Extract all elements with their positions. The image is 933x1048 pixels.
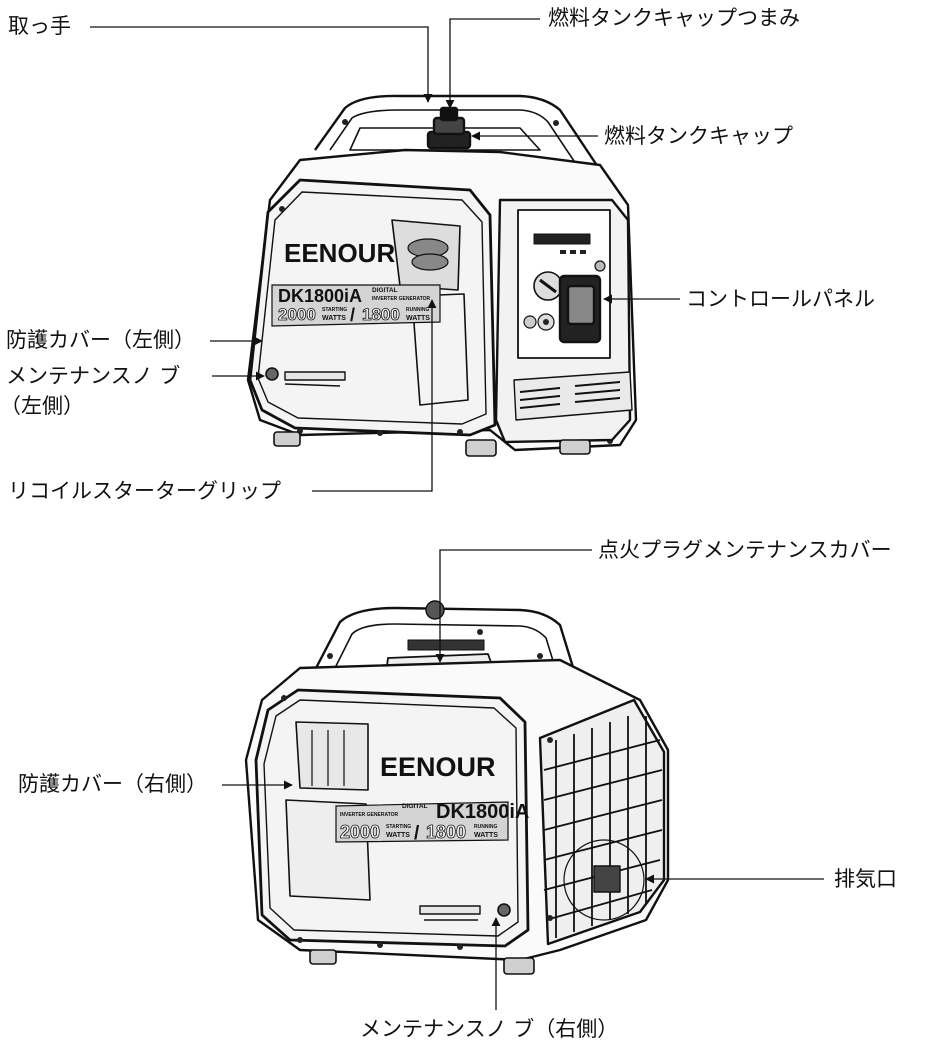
type-line2-top: INVERTER GENERATOR bbox=[372, 296, 431, 302]
leader-lines-bottom bbox=[222, 549, 824, 1010]
type-line1-top: DIGITAL bbox=[372, 287, 398, 294]
brand-logo-top: EENOUR bbox=[284, 238, 395, 268]
running-watts-top: 1800 bbox=[362, 305, 400, 324]
running-watts-label-bottom: WATTS bbox=[474, 832, 498, 839]
maintenance-knob-left bbox=[265, 367, 279, 381]
label-knob-right: メンテナンスノ ブ（右側） bbox=[360, 1017, 619, 1041]
running-watts-bottom: 1800 bbox=[426, 822, 466, 842]
label-spark-plug-cover: 点火プラグメンテナンスカバー bbox=[598, 538, 892, 562]
exhaust-grille bbox=[538, 698, 666, 946]
label-knob-left-line1: メンテナンスノ ブ bbox=[6, 364, 181, 388]
label-fuel-cap-knob: 燃料タンクキャップつまみ bbox=[548, 6, 800, 30]
lower-vents bbox=[513, 371, 633, 421]
generator-bottom-illustration bbox=[244, 600, 670, 975]
starting-watts-label-bottom: WATTS bbox=[386, 832, 410, 839]
type-line2-bottom: INVERTER GENERATOR bbox=[340, 812, 399, 818]
model-name-bottom: DK1800iA bbox=[436, 801, 529, 823]
slash-bottom: / bbox=[414, 823, 420, 844]
type-line1-bottom: DIGITAL bbox=[402, 803, 428, 810]
label-fuel-cap: 燃料タンクキャップ bbox=[604, 124, 793, 148]
label-handle: 取っ手 bbox=[8, 14, 71, 38]
label-knob-left-line2: （左側） bbox=[0, 394, 84, 418]
starting-label-bottom: STARTING bbox=[386, 824, 411, 830]
starting-watts-bottom: 2000 bbox=[340, 822, 380, 842]
starting-watts-top: 2000 bbox=[278, 305, 316, 324]
brand-plate-top: EENOUR DK1800iA DIGITAL INVERTER GENERAT… bbox=[271, 238, 441, 327]
label-guard-cover-left: 防護カバー（左側） bbox=[6, 328, 195, 352]
maintenance-knob-right bbox=[497, 903, 511, 917]
slash-top: / bbox=[350, 305, 355, 325]
starting-watts-label-top: WATTS bbox=[322, 315, 346, 322]
label-control-panel: コントロールパネル bbox=[686, 287, 875, 311]
running-label-bottom: RUNNING bbox=[474, 824, 497, 830]
brand-plate-bottom: EENOUR DIGITAL INVERTER GENERATOR DK1800… bbox=[335, 752, 529, 844]
running-label-top: RUNNING bbox=[406, 307, 429, 313]
control-panel bbox=[517, 209, 611, 359]
label-exhaust: 排気口 bbox=[834, 867, 897, 891]
leader-lines-top bbox=[90, 18, 680, 492]
running-watts-label-top: WATTS bbox=[406, 315, 430, 322]
label-recoil-grip: リコイルスターターグリップ bbox=[8, 479, 281, 503]
starting-label-top: STARTING bbox=[322, 307, 347, 313]
model-name-top: DK1800iA bbox=[278, 286, 362, 306]
brand-logo-bottom: EENOUR bbox=[380, 752, 496, 782]
label-guard-cover-right: 防護カバー（右側） bbox=[18, 772, 207, 796]
generator-top-illustration bbox=[246, 94, 638, 457]
